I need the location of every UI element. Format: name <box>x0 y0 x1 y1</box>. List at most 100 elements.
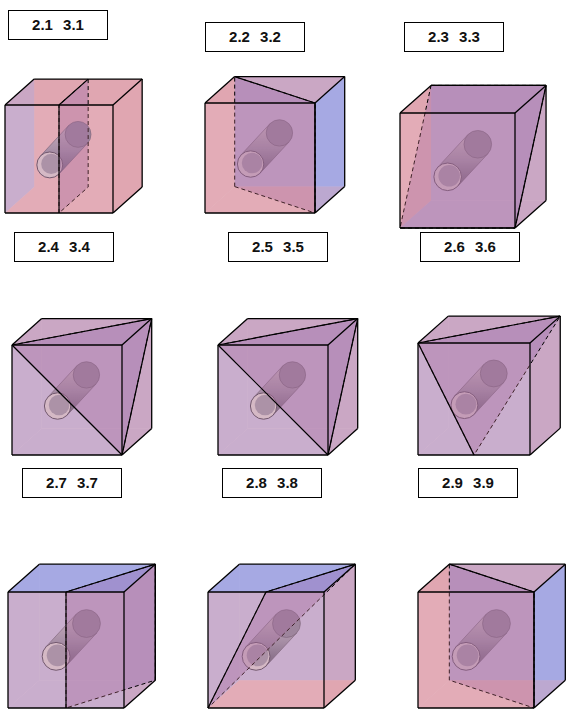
cube-edge <box>417 592 418 708</box>
cube-edge <box>315 77 345 103</box>
plane-edge <box>59 79 88 105</box>
cube-edge <box>530 428 560 455</box>
cube-edge <box>217 345 218 455</box>
cube-edge <box>124 680 155 708</box>
cube-edge <box>205 77 235 103</box>
cube-edge <box>7 592 8 708</box>
cube-edge <box>248 318 358 319</box>
cube-face <box>5 105 113 213</box>
cube-edge <box>534 680 565 708</box>
cube-edge <box>207 592 208 708</box>
label-box: 2.3 3.3 <box>404 22 504 52</box>
cutting-plane <box>218 319 358 455</box>
cube-edge <box>545 85 546 200</box>
cube-edge <box>324 564 355 592</box>
cube-edge <box>4 105 5 213</box>
cutting-plane <box>208 564 355 708</box>
figure-number: 2.1 3.1 <box>32 16 84 33</box>
cube-edge <box>239 564 355 565</box>
cube-edge <box>448 315 560 316</box>
cube-edge <box>449 564 565 565</box>
label-box: 2.2 3.2 <box>205 22 305 52</box>
plane-edge <box>418 343 474 455</box>
label-box: 2.9 3.9 <box>418 468 518 498</box>
cube-edge <box>123 592 124 708</box>
cube-edge <box>314 103 315 213</box>
plane-edge <box>533 592 534 708</box>
cube-edge <box>323 592 324 708</box>
cube-edge <box>514 113 515 228</box>
cube-edge <box>208 564 239 592</box>
label-box: 2.5 3.5 <box>228 232 328 262</box>
cube-face <box>400 113 515 228</box>
label-box: 2.4 3.4 <box>14 232 114 262</box>
figure-number: 2.4 3.4 <box>38 238 90 255</box>
plane-edge <box>314 103 315 213</box>
cutting-plane <box>400 85 546 228</box>
label-box: 2.6 3.6 <box>420 232 520 262</box>
cube-edge <box>204 103 205 213</box>
plane-edge <box>65 592 66 708</box>
cut-cube <box>208 564 355 708</box>
label-box: 2.8 3.8 <box>222 468 322 498</box>
plane-edge <box>208 592 266 708</box>
cube-edge <box>205 212 315 213</box>
cube-face <box>218 345 328 455</box>
cube-edge <box>344 77 345 187</box>
cube-edge <box>418 591 534 592</box>
plane-edge <box>431 85 546 86</box>
cube-edge <box>155 564 156 680</box>
cube-edge <box>324 680 355 708</box>
figure-number: 2.9 3.9 <box>442 474 494 491</box>
cube-edge <box>235 76 345 77</box>
cube-edge <box>357 319 358 429</box>
cube-edge <box>529 343 530 455</box>
cube-edge <box>11 345 12 455</box>
figure-number: 2.7 3.7 <box>46 474 98 491</box>
cube-edge <box>400 112 515 113</box>
cut-cube <box>205 77 345 213</box>
plane-edge <box>449 564 534 592</box>
plane-edge <box>418 316 560 343</box>
cut-cube <box>218 319 358 455</box>
cube-edge <box>399 113 400 228</box>
cube-edge <box>530 316 560 343</box>
cube-face <box>418 343 530 455</box>
cube-edge <box>218 344 328 345</box>
cube-edge <box>39 564 155 565</box>
cube-edge <box>5 79 34 105</box>
cube-edge <box>218 454 328 455</box>
label-box: 2.1 3.1 <box>8 10 108 40</box>
cube-edge <box>124 564 155 592</box>
plane-edge <box>66 564 155 592</box>
plane-edge <box>58 105 59 213</box>
plane-edge <box>218 345 328 455</box>
cut-cube <box>400 85 546 228</box>
cube-edge <box>12 344 122 345</box>
cube-edge <box>431 85 546 86</box>
cube-face <box>205 103 315 213</box>
cube-edge <box>218 319 248 345</box>
cube-edge <box>113 187 142 213</box>
cutting-plane <box>12 319 152 455</box>
figure-number: 2.8 3.8 <box>246 474 298 491</box>
cube-edge <box>418 564 449 592</box>
cube-edge <box>418 316 448 343</box>
cube-edge <box>12 454 122 455</box>
cube-edge <box>12 319 42 345</box>
figure-number: 2.6 3.6 <box>444 238 496 255</box>
cut-cube <box>418 316 560 455</box>
cube-face <box>208 592 324 708</box>
plane-edge <box>155 564 156 680</box>
cube-edge <box>565 564 566 680</box>
cube-edge <box>113 79 142 105</box>
plane-edge <box>218 319 358 345</box>
cube-edge <box>205 102 315 103</box>
label-box: 2.7 3.7 <box>22 468 122 498</box>
plane-edge <box>400 227 515 228</box>
cube-face <box>8 592 124 708</box>
cube-edge <box>142 79 143 187</box>
plane-edge <box>235 77 315 103</box>
